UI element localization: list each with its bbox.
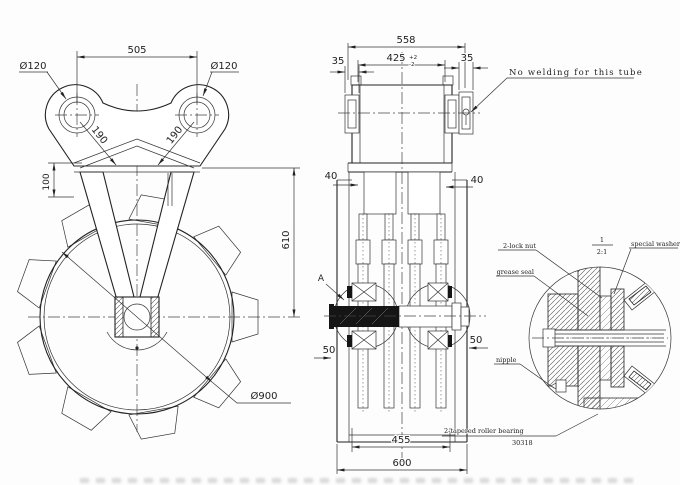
- dim-558: 558: [347, 34, 466, 88]
- dim-40l-text: 40: [325, 171, 338, 182]
- dim-610: 610: [202, 167, 300, 317]
- dim-600: 600: [336, 444, 468, 474]
- cropped-text-artifact: [80, 478, 640, 483]
- dim-40-right: 40: [446, 174, 484, 189]
- detail-number: 1: [600, 236, 604, 244]
- dim-hole-left: Ø120: [19, 59, 67, 100]
- dim-hole-right: Ø120: [202, 59, 239, 97]
- dim-100: 100: [41, 162, 82, 198]
- bearing-text: 2-tapered roller bearing: [444, 427, 524, 435]
- grease-seal-text: grease seal: [497, 268, 534, 276]
- label-lock-nut: 2-lock nut: [498, 241, 603, 299]
- no-welding-note: No welding for this tube: [470, 68, 643, 113]
- dim-35r-text: 35: [461, 53, 474, 64]
- nipple-text: nipple: [496, 356, 517, 364]
- axle-assembly: [324, 282, 486, 350]
- label-grease-seal: grease seal: [496, 267, 589, 317]
- dim-35-right: 35: [444, 52, 488, 90]
- dim-425-tol-plus: +2: [409, 55, 417, 61]
- bearing-model-text: 30318: [512, 439, 533, 447]
- detail-scale: 2:1: [597, 248, 607, 256]
- dim-455: 455: [351, 428, 451, 452]
- dim-505: 505: [76, 44, 198, 103]
- detail-section: [532, 267, 668, 409]
- dim-120l-text: Ø120: [20, 60, 47, 72]
- dim-50-right: 50: [469, 334, 488, 350]
- no-welding-text: No welding for this tube: [509, 68, 643, 78]
- bolt: [407, 213, 423, 412]
- dim-50l-text: 50: [323, 345, 336, 356]
- front-view: 505 Ø120 Ø120 190 190 100 610 Ø900: [17, 44, 302, 440]
- dim-558-text: 558: [396, 35, 415, 46]
- label-nipple: nipple: [494, 355, 555, 389]
- dim-425: 425 +2 -2: [357, 52, 446, 82]
- bolt: [381, 213, 397, 412]
- label-special-washer: special washer: [613, 239, 680, 295]
- dim-40r-text: 40: [471, 175, 484, 186]
- dim-610-text: 610: [281, 230, 292, 249]
- dim-425-tol-minus: -2: [409, 62, 414, 68]
- label-bearing: 2-tapered roller bearing 30318: [442, 413, 599, 448]
- lock-nut-text: 2-lock nut: [503, 242, 536, 250]
- dim-35l-text: 35: [332, 56, 345, 67]
- bearing-section: [347, 282, 452, 350]
- detail-view: 1 2:1 2-lock nut grease seal special was…: [442, 235, 680, 448]
- dim-900: Ø900: [61, 251, 291, 404]
- dim-100-text: 100: [42, 173, 52, 190]
- dim-50-left: 50: [314, 344, 336, 360]
- dim-35-left: 35: [330, 55, 374, 93]
- section-mark-text: A: [318, 274, 325, 284]
- dim-120r-text: Ø120: [211, 60, 238, 72]
- section-mark-a: A: [317, 273, 345, 301]
- dim-900-text: Ø900: [251, 390, 278, 402]
- dim-505-text: 505: [127, 45, 146, 56]
- dim-455-text: 455: [391, 435, 410, 446]
- special-washer-text: special washer: [631, 240, 680, 248]
- detail-callout: 1 2:1: [592, 235, 613, 257]
- dim-600-text: 600: [392, 458, 411, 469]
- section-view: 558 425 +2 -2 35 35 40 40 50 50 A: [314, 34, 643, 474]
- dim-425-text: 425: [386, 53, 405, 64]
- dim-50r-text: 50: [470, 335, 483, 346]
- dim-40-left: 40: [324, 170, 358, 187]
- wheel-hub: [106, 296, 168, 351]
